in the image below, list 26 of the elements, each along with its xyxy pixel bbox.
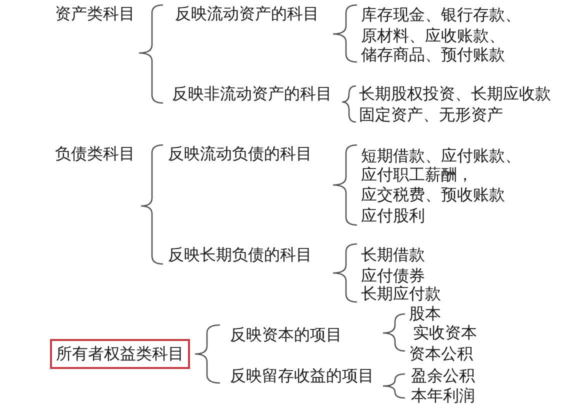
account-item: 实收资本 [413,323,477,343]
account-item: 原材料、应收账款、 [361,26,505,46]
subcategory-label: 反映长期负债的科目 [168,245,312,265]
account-item: 应付股利 [361,206,425,226]
subcategory-label: 反映资本的项目 [230,325,342,345]
account-item: 固定资产、无形资产 [359,105,503,125]
account-item: 资本公积 [409,344,473,364]
subcategory-label: 反映留存收益的项目 [230,366,374,386]
account-item: 长期借款 [361,245,425,265]
subcategory-label: 反映非流动资产的科目 [172,84,332,104]
subcategory-label: 反映流动资产的科目 [175,4,319,24]
account-item: 盈余公积 [411,366,475,386]
account-item: 库存现金、银行存款、 [361,5,521,25]
category-label: 负债类科目 [55,144,135,164]
account-item: 长期股权投资、长期应收款 [359,84,551,104]
account-item: 长期应付款 [361,284,441,304]
category-box: 所有者权益类科目 [50,339,190,369]
account-item: 应交税费、预收账款 [361,185,505,205]
category-label: 资产类科目 [55,4,135,24]
subcategory-label: 反映流动负债的科目 [168,144,312,164]
account-item: 本年利润 [411,386,475,406]
account-item: 储存商品、预付账款 [361,45,505,65]
account-item: 短期借款、应付账款、 [361,146,521,166]
account-item: 应付债券 [361,266,425,286]
account-item: 股本 [409,304,441,324]
account-item: 应付职工薪酬， [361,165,473,185]
